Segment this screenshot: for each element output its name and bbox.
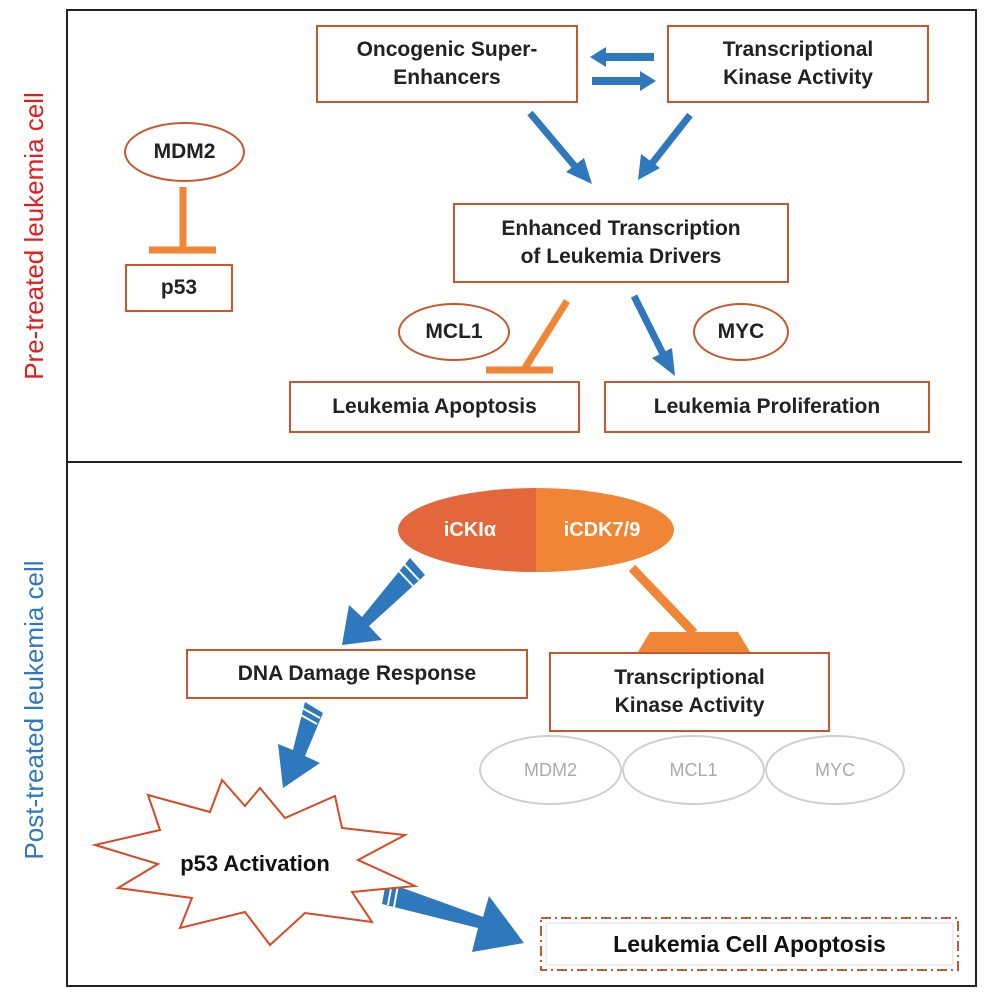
dna-to-p53-arrow bbox=[278, 702, 323, 788]
dna-damage-response-box: DNA Damage Response bbox=[186, 649, 528, 699]
faded-myc-oval: MYC bbox=[765, 735, 905, 805]
p53-activation-label: p53 Activation bbox=[180, 851, 330, 876]
cell-apoptosis-border bbox=[540, 917, 959, 971]
bidirectional-arrows bbox=[590, 47, 656, 91]
cell-apoptosis-shadow bbox=[545, 922, 954, 966]
myc-oval: MYC bbox=[693, 303, 789, 361]
transcriptional-line-1: Transcriptional bbox=[722, 37, 874, 61]
drug-ellipse bbox=[398, 488, 674, 572]
mdm2-oval: MDM2 bbox=[124, 122, 245, 182]
leukemia-cell-apoptosis-label: Leukemia Cell Apoptosis bbox=[613, 930, 886, 957]
faded-mdm2-oval: MDM2 bbox=[479, 735, 622, 805]
pre-treated-label: Pre-treated leukemia cell bbox=[19, 92, 49, 380]
oncogenic-super-enhancers-box: Oncogenic Super- Enhancers bbox=[316, 25, 578, 103]
leukemia-proliferation-box: Leukemia Proliferation bbox=[604, 381, 930, 433]
post-transcriptional-line-1: Transcriptional bbox=[614, 665, 765, 689]
mcl1-oval: MCL1 bbox=[398, 303, 510, 361]
proliferation-arrow bbox=[630, 294, 675, 376]
enhanced-line-2: of Leukemia Drivers bbox=[520, 245, 722, 268]
transcriptional-kinase-box: Transcriptional Kinase Activity bbox=[667, 25, 929, 103]
transcriptional-line-2: Kinase Activity bbox=[723, 66, 873, 89]
p53-to-apoptosis-arrow bbox=[382, 882, 524, 952]
outer-frame bbox=[66, 9, 977, 987]
icdk79-label: iCDK7/9 bbox=[563, 518, 641, 541]
faded-mcl1-oval: MCL1 bbox=[622, 735, 765, 805]
p53-box: p53 bbox=[125, 264, 233, 312]
converging-arrows bbox=[527, 110, 693, 184]
kinase-inhibition bbox=[628, 564, 750, 652]
leukemia-apoptosis-box: Leukemia Apoptosis bbox=[289, 381, 580, 433]
oncogenic-line-1: Oncogenic Super- bbox=[356, 37, 538, 61]
oncogenic-line-2: Enhancers bbox=[393, 66, 501, 89]
drug-to-dna-arrow bbox=[342, 558, 425, 645]
apoptosis-inhibition bbox=[486, 299, 570, 374]
mdm2-inhibition bbox=[149, 187, 216, 254]
post-treated-label: Post-treated leukemia cell bbox=[19, 560, 49, 860]
enhanced-line-1: Enhanced Transcription bbox=[501, 216, 741, 240]
post-transcriptional-line-2: Kinase Activity bbox=[614, 694, 765, 717]
post-transcriptional-kinase-box: Transcriptional Kinase Activity bbox=[549, 652, 830, 732]
enhanced-transcription-box: Enhanced Transcription of Leukemia Drive… bbox=[453, 203, 789, 283]
ickia-label: iCKIα bbox=[443, 518, 497, 541]
p53-activation-burst bbox=[91, 778, 419, 947]
